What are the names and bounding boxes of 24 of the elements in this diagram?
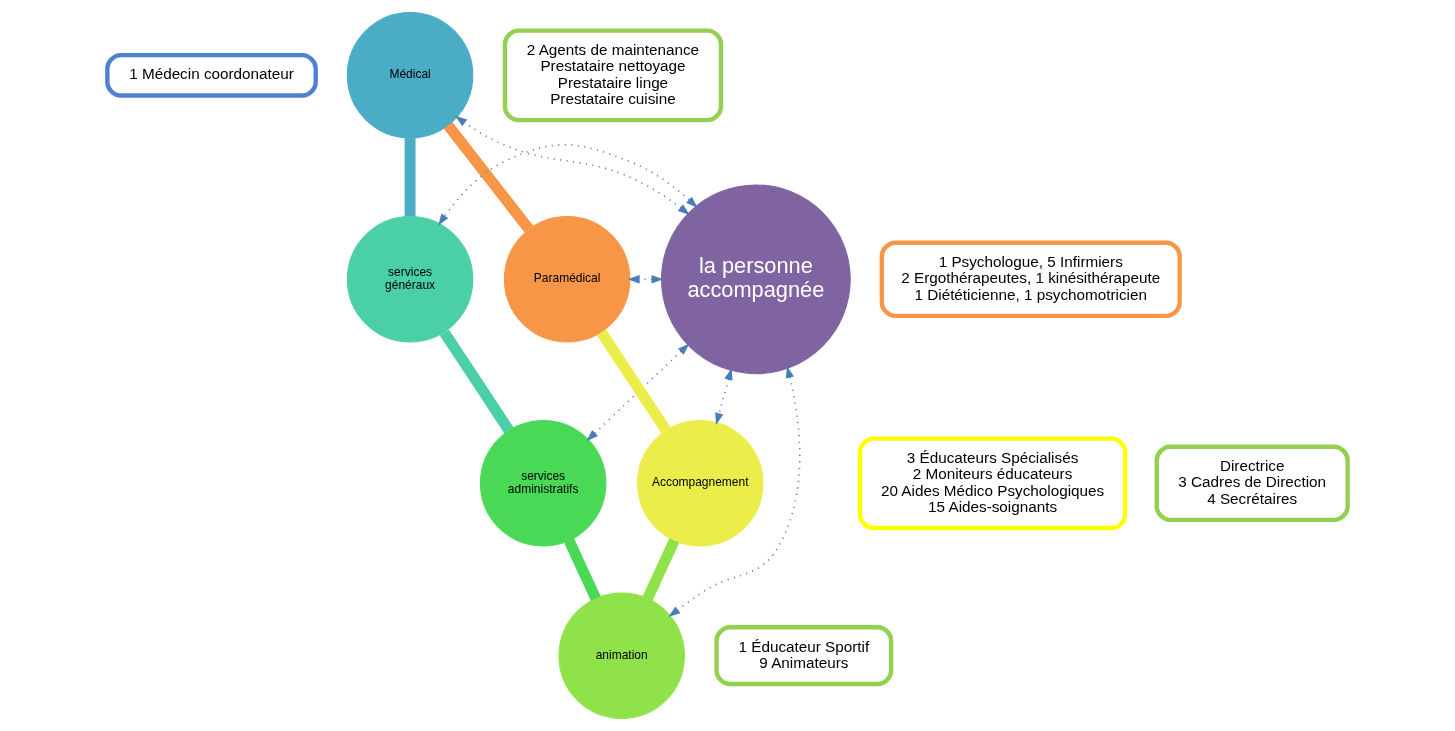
arrow xyxy=(668,365,801,618)
connector xyxy=(596,329,671,434)
node-box: 3 Éducateurs Spécialisés 2 Moniteurs éducateurs 20 Aides Médico Psychologiques 15 Aides-soignants xyxy=(857,436,1128,531)
node-circle: Médical xyxy=(346,12,474,139)
node-circle: animation xyxy=(558,592,685,719)
node-circle: services administratifs xyxy=(479,420,607,547)
arrow xyxy=(715,368,733,425)
connector xyxy=(443,121,534,233)
node-box: 1 Éducateur Sportif 9 Animateurs xyxy=(714,625,894,687)
arrow xyxy=(455,115,690,215)
node-box: 1 Médecin coordonateur xyxy=(105,53,318,98)
node-circle: Paramédical xyxy=(503,216,631,343)
arrow xyxy=(438,143,698,226)
node-circle: services généraux xyxy=(346,216,474,343)
connector xyxy=(642,538,680,601)
node-circle: Accompagnement xyxy=(636,420,764,547)
node-box: 2 Agents de maintenance Prestataire nettoyage Prestataire linge Prestataire cuisine xyxy=(502,28,724,123)
arrow xyxy=(586,343,690,442)
node-box: Directrice 3 Cadres de Direction 4 Secrétaires xyxy=(1154,444,1350,523)
node-circle: la personne accompagnée xyxy=(660,184,851,375)
connector xyxy=(564,538,601,601)
connector xyxy=(404,138,416,217)
node-box: 1 Psychologue, 5 Infirmiers 2 Ergothérapeutes, 1 kinésithérapeute 1 Diététicienne, 1 psychomotricien xyxy=(879,240,1182,319)
connector xyxy=(439,329,514,434)
